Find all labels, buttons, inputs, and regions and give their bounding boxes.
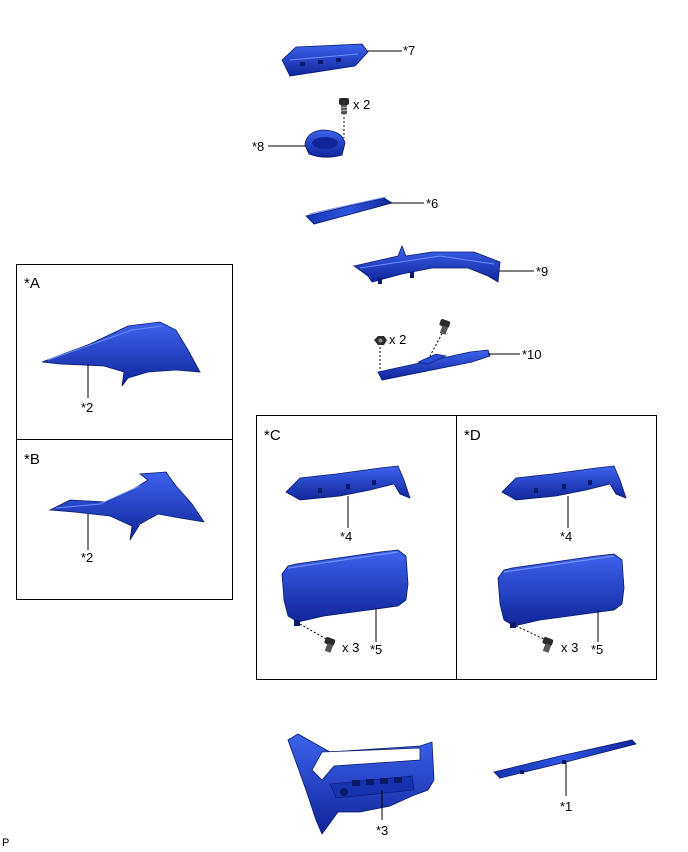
box-a-label: *A xyxy=(24,275,40,292)
part-9 xyxy=(353,244,534,284)
screw-5-c xyxy=(324,637,336,653)
callout-a-2: *2 xyxy=(81,400,94,415)
callout-9: *9 xyxy=(536,264,549,279)
callout-6: *6 xyxy=(426,196,439,211)
part-5-variant-c xyxy=(281,549,409,653)
box-d-label: *D xyxy=(464,427,481,444)
part-1 xyxy=(493,739,637,796)
callout-d-4: *4 xyxy=(560,529,573,544)
screw-10 xyxy=(439,319,451,335)
callout-8: *8 xyxy=(252,139,265,154)
box-b-frame xyxy=(16,439,233,600)
part-2-variant-b xyxy=(48,471,205,550)
part-7 xyxy=(281,43,402,77)
callout-10: *10 xyxy=(522,347,542,362)
part-4-variant-c xyxy=(285,465,411,528)
nut-10 xyxy=(374,336,387,345)
callout-c-4: *4 xyxy=(340,529,353,544)
box-b-label: *B xyxy=(24,451,40,468)
screw-8 xyxy=(339,98,349,114)
callout-d-5: *5 xyxy=(591,642,604,657)
callout-1: *1 xyxy=(560,799,573,814)
quantity-8: x 2 xyxy=(353,97,371,112)
quantity-10: x 2 xyxy=(389,332,407,347)
part-3 xyxy=(287,733,435,835)
callout-3: *3 xyxy=(376,823,389,838)
callout-7: *7 xyxy=(403,43,416,58)
box-c-label: *C xyxy=(264,427,281,444)
box-d-frame xyxy=(456,415,657,680)
part-8 xyxy=(268,98,349,158)
part-5-variant-d xyxy=(497,553,625,653)
part-4-variant-d xyxy=(501,465,627,528)
screw-5-d xyxy=(542,637,554,653)
part-10 xyxy=(374,319,520,381)
quantity-c-5: x 3 xyxy=(342,640,360,655)
corner-code: P xyxy=(2,837,10,849)
quantity-d-5: x 3 xyxy=(561,640,579,655)
callout-c-5: *5 xyxy=(370,642,383,657)
part-6 xyxy=(305,196,424,225)
callout-b-2: *2 xyxy=(81,550,94,565)
part-2-variant-a xyxy=(41,321,201,398)
